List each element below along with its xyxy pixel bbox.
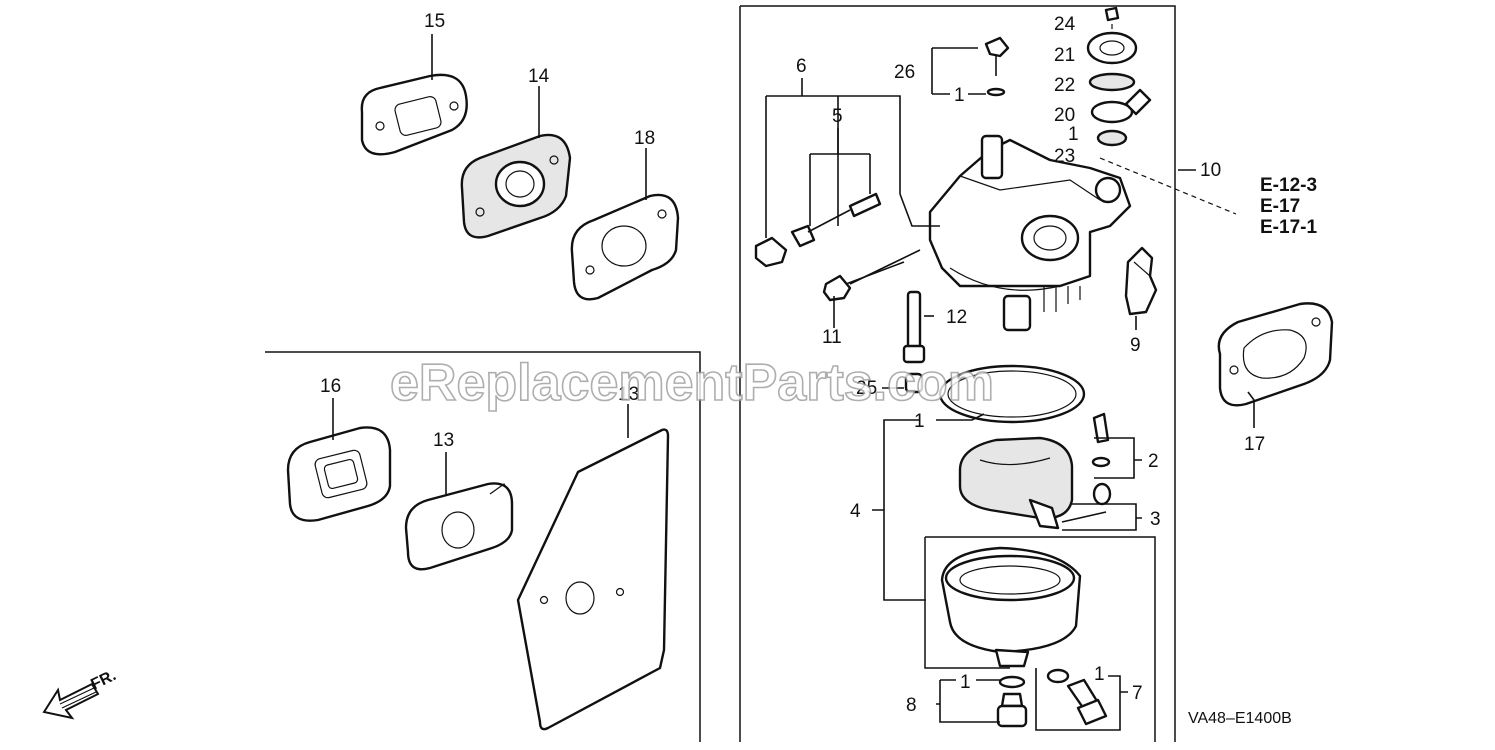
gasket-15: [360, 73, 468, 156]
leader-lines: [332, 24, 1255, 731]
callout-2: 2: [1148, 451, 1159, 472]
callout-26: 26: [894, 62, 915, 83]
callout-labels: 15 14 18 16 13 13 6 5 26 1 24 21 22 20 1…: [320, 11, 1265, 716]
callout-24: 24: [1054, 14, 1076, 35]
callout-1a: 1: [954, 85, 965, 106]
front-arrow-icon: [42, 682, 100, 720]
gasket-16: [286, 426, 392, 522]
reference-e-17: E-17: [1260, 196, 1300, 217]
front-direction-marker: FR.: [42, 667, 119, 720]
callout-5: 5: [832, 106, 843, 127]
front-label: FR.: [88, 667, 119, 694]
jet-parts: [754, 192, 905, 302]
callout-25: 25: [856, 378, 877, 399]
float-4: [958, 436, 1074, 530]
callout-3: 3: [1150, 509, 1161, 530]
callout-21: 21: [1054, 45, 1075, 66]
callout-17: 17: [1244, 434, 1265, 455]
plate-19: [516, 428, 670, 731]
o-ring-1: [938, 364, 1086, 424]
callout-6: 6: [796, 56, 807, 77]
reference-e-12-3: E-12-3: [1260, 175, 1317, 196]
callout-13a: 13: [433, 430, 454, 451]
callout-11: 11: [822, 327, 842, 348]
drain-bolts: [996, 668, 1108, 728]
carburetor-body: [928, 134, 1132, 332]
needle-parts-2-3: [1061, 412, 1112, 523]
gasket-13: [404, 482, 514, 571]
gasket-18: [570, 193, 680, 301]
frame-lines: [265, 5, 1176, 742]
callout-13b: 13: [618, 384, 639, 405]
parts-12-25: [902, 290, 926, 394]
callout-12: 12: [946, 307, 967, 328]
callout-1c: 1: [914, 411, 925, 432]
callout-1d: 1: [1094, 664, 1105, 685]
callout-10: 10: [1200, 160, 1221, 181]
callout-20: 20: [1054, 105, 1075, 126]
float-chamber: [940, 546, 1082, 668]
callout-7: 7: [1132, 683, 1143, 704]
callout-15: 15: [424, 11, 445, 32]
callout-1e: 1: [960, 672, 971, 693]
callout-23: 23: [1054, 146, 1075, 167]
reference-e-17-1: E-17-1: [1260, 217, 1317, 238]
callout-18: 18: [634, 128, 655, 149]
parts-26-and-top-stack: [984, 6, 1152, 147]
callout-14: 14: [528, 66, 550, 87]
callout-4: 4: [850, 501, 861, 522]
callout-16: 16: [320, 376, 341, 397]
diagram-code: VA48–E1400B: [1188, 710, 1292, 727]
insulator-14: [460, 133, 572, 239]
callout-22: 22: [1054, 75, 1075, 96]
reference-codes: E-12-3 E-17 E-17-1: [1260, 175, 1317, 238]
callout-1b: 1: [1068, 124, 1079, 145]
part-9: [1124, 246, 1158, 316]
watermark: eReplacementParts.com: [390, 354, 994, 412]
callout-8: 8: [906, 695, 917, 716]
callout-9: 9: [1130, 335, 1141, 356]
gasket-17: [1217, 302, 1334, 407]
